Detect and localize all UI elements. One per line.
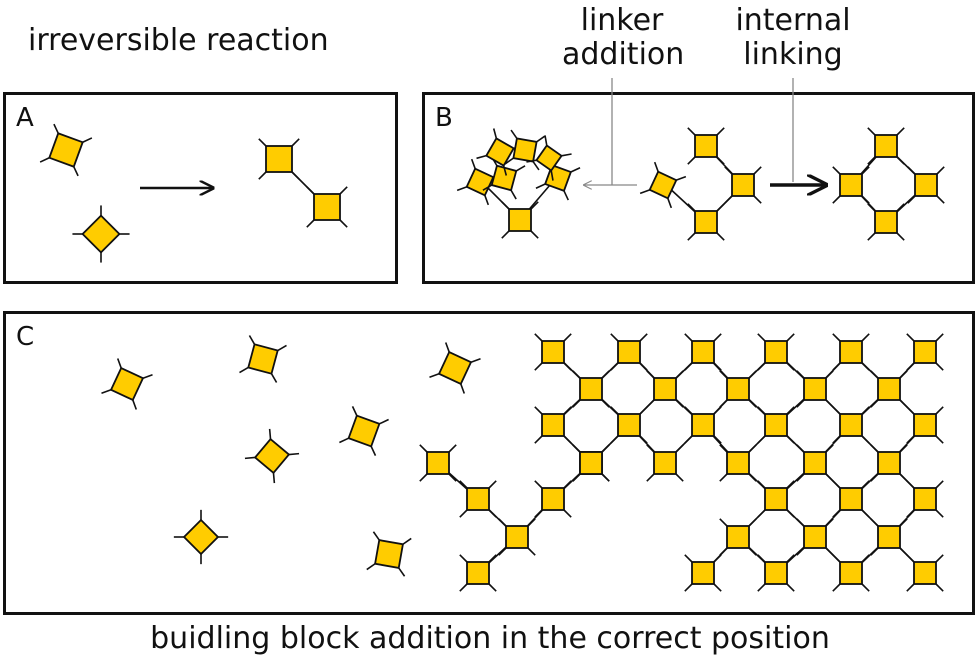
lattice-block — [832, 554, 870, 592]
lattice-block — [646, 370, 684, 408]
building-block — [239, 335, 287, 383]
bottom-title: buidling block addition in the correct p… — [150, 621, 830, 656]
lattice-block — [572, 370, 610, 408]
lattice-block — [684, 554, 722, 592]
panel-c-letter: C — [16, 322, 35, 352]
building-block — [366, 531, 412, 577]
lattice-block — [459, 554, 497, 592]
lattice-block — [498, 518, 536, 556]
blocks-layer — [39, 123, 945, 592]
panel-b-letter: B — [435, 103, 453, 133]
panel-a-letter: A — [16, 103, 34, 133]
building-block — [339, 406, 389, 456]
lattice-block — [870, 444, 908, 482]
links-layer — [278, 145, 927, 574]
building-block — [907, 166, 945, 204]
building-block — [244, 428, 300, 484]
building-block — [832, 166, 870, 204]
building-block — [306, 186, 348, 228]
lattice-block — [719, 518, 757, 556]
lattice-block — [534, 333, 572, 371]
lattice-block — [757, 480, 795, 518]
building-block — [72, 205, 130, 263]
lattice-block — [534, 406, 572, 444]
building-block — [867, 127, 905, 165]
lattice-block — [796, 370, 834, 408]
lattice-block — [684, 406, 722, 444]
lattice-block — [459, 480, 497, 518]
building-block — [504, 129, 546, 171]
lattice-block — [906, 406, 944, 444]
lattice-block — [832, 333, 870, 371]
lattice-block — [906, 333, 944, 371]
lattice-block — [906, 480, 944, 518]
lattice-block — [757, 333, 795, 371]
arrows-layer — [140, 78, 826, 188]
lattice-block — [832, 480, 870, 518]
lattice-block — [719, 444, 757, 482]
building-block — [639, 161, 687, 209]
building-block — [526, 135, 572, 181]
building-block — [501, 201, 539, 239]
building-block — [687, 203, 725, 241]
building-block — [39, 123, 93, 177]
top-title: irreversible reaction — [28, 23, 329, 58]
linker-addition-label: linker addition — [562, 3, 685, 72]
lattice-block — [796, 444, 834, 482]
lattice-block — [419, 444, 457, 482]
lattice-block — [796, 518, 834, 556]
building-block — [173, 509, 229, 565]
building-block — [476, 128, 524, 176]
lattice-block — [719, 370, 757, 408]
building-block — [429, 342, 481, 394]
lattice-block — [572, 444, 610, 482]
lattice-block — [610, 406, 648, 444]
lattice-block — [646, 444, 684, 482]
building-block — [258, 138, 300, 180]
building-block — [101, 358, 153, 410]
panel-b: B — [422, 92, 975, 284]
lattice-block — [610, 333, 648, 371]
lattice-block — [684, 333, 722, 371]
internal-linking-label: internal linking — [735, 3, 851, 72]
building-block — [687, 127, 725, 165]
lattice-block — [534, 480, 572, 518]
lattice-block — [870, 518, 908, 556]
lattice-block — [906, 554, 944, 592]
lattice-block — [757, 406, 795, 444]
lattice-block — [757, 554, 795, 592]
lattice-block — [832, 406, 870, 444]
building-block — [867, 203, 905, 241]
building-block — [724, 166, 762, 204]
lattice-block — [870, 370, 908, 408]
